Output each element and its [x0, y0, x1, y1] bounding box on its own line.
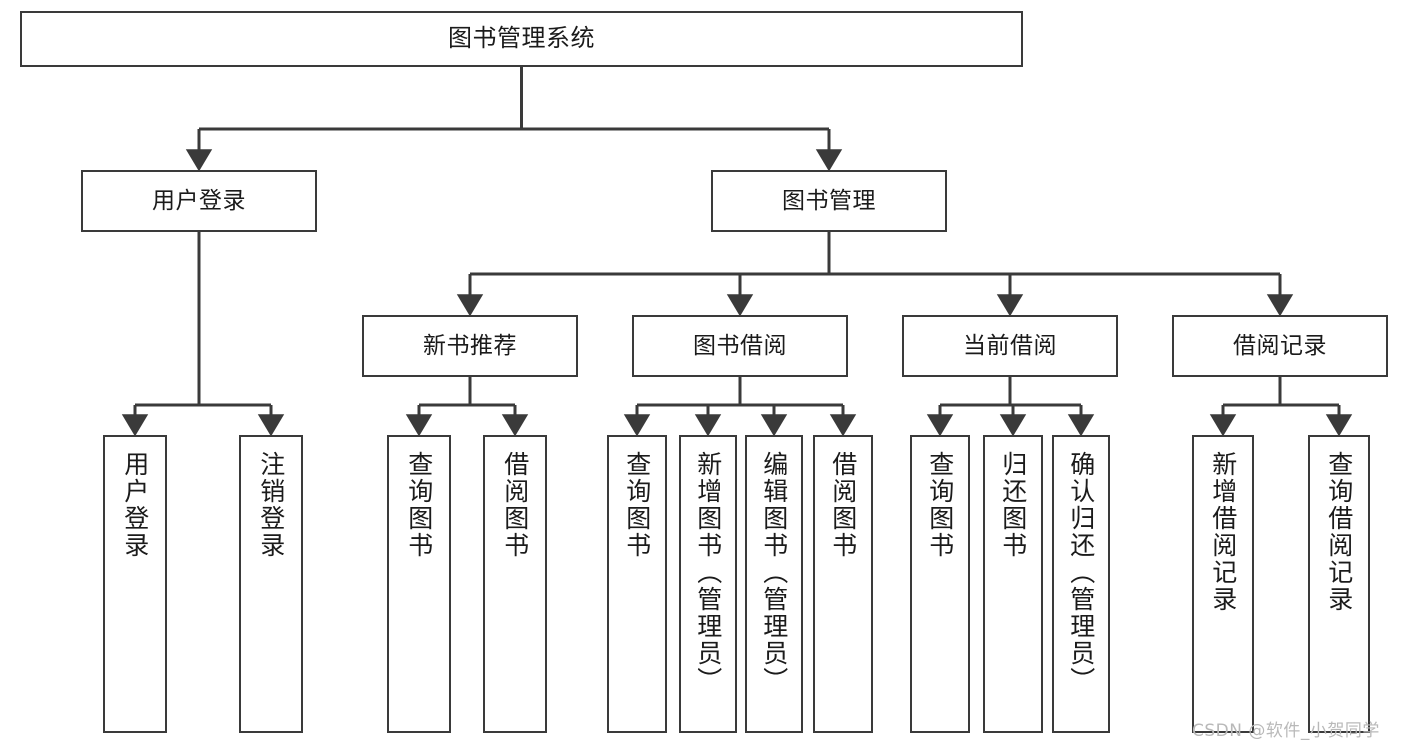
- node-book-borrow[interactable]: 图书借阅: [632, 315, 848, 377]
- leaf-query-book-current-label: 查询图书: [925, 451, 955, 559]
- leaf-return-book[interactable]: 归还图书: [983, 435, 1043, 733]
- leaf-borrow-book[interactable]: 借阅图书: [813, 435, 873, 733]
- node-new-book-recommend-label: 新书推荐: [423, 332, 517, 359]
- leaf-edit-book-admin[interactable]: 编辑图书（管理员）: [745, 435, 803, 733]
- leaf-add-book-admin[interactable]: 新增图书（管理员）: [679, 435, 737, 733]
- node-book-management[interactable]: 图书管理: [711, 170, 947, 232]
- leaf-add-borrow-record-label: 新增借阅记录: [1208, 451, 1238, 613]
- leaf-query-book-recommend-label: 查询图书: [404, 451, 434, 559]
- node-user-login[interactable]: 用户登录: [81, 170, 317, 232]
- leaf-borrow-book-label: 借阅图书: [828, 451, 858, 559]
- leaf-query-borrow-record-label: 查询借阅记录: [1324, 451, 1354, 613]
- leaf-user-login[interactable]: 用户登录: [103, 435, 167, 733]
- leaf-query-book-borrow[interactable]: 查询图书: [607, 435, 667, 733]
- node-new-book-recommend[interactable]: 新书推荐: [362, 315, 578, 377]
- leaf-confirm-return-admin-label: 确认归还（管理员）: [1066, 451, 1096, 694]
- node-book-borrow-label: 图书借阅: [693, 332, 787, 359]
- leaf-logout[interactable]: 注销登录: [239, 435, 303, 733]
- leaf-user-login-label: 用户登录: [120, 451, 150, 559]
- node-current-borrow[interactable]: 当前借阅: [902, 315, 1118, 377]
- node-user-login-label: 用户登录: [152, 187, 246, 214]
- leaf-borrow-book-recommend[interactable]: 借阅图书: [483, 435, 547, 733]
- leaf-query-book-recommend[interactable]: 查询图书: [387, 435, 451, 733]
- leaf-return-book-label: 归还图书: [998, 451, 1028, 559]
- node-root[interactable]: 图书管理系统: [20, 11, 1023, 67]
- node-book-management-label: 图书管理: [782, 187, 876, 214]
- node-root-label: 图书管理系统: [448, 24, 595, 53]
- leaf-add-borrow-record[interactable]: 新增借阅记录: [1192, 435, 1254, 733]
- csdn-watermark: CSDN @软件_小贺同学: [1192, 721, 1380, 741]
- leaf-confirm-return-admin[interactable]: 确认归还（管理员）: [1052, 435, 1110, 733]
- node-borrow-record[interactable]: 借阅记录: [1172, 315, 1388, 377]
- leaf-logout-label: 注销登录: [256, 451, 286, 559]
- leaf-add-book-admin-label: 新增图书（管理员）: [693, 451, 723, 694]
- node-borrow-record-label: 借阅记录: [1233, 332, 1327, 359]
- leaf-query-borrow-record[interactable]: 查询借阅记录: [1308, 435, 1370, 733]
- leaf-borrow-book-recommend-label: 借阅图书: [500, 451, 530, 559]
- node-current-borrow-label: 当前借阅: [963, 332, 1057, 359]
- leaf-query-book-borrow-label: 查询图书: [622, 451, 652, 559]
- leaf-query-book-current[interactable]: 查询图书: [910, 435, 970, 733]
- leaf-edit-book-admin-label: 编辑图书（管理员）: [759, 451, 789, 694]
